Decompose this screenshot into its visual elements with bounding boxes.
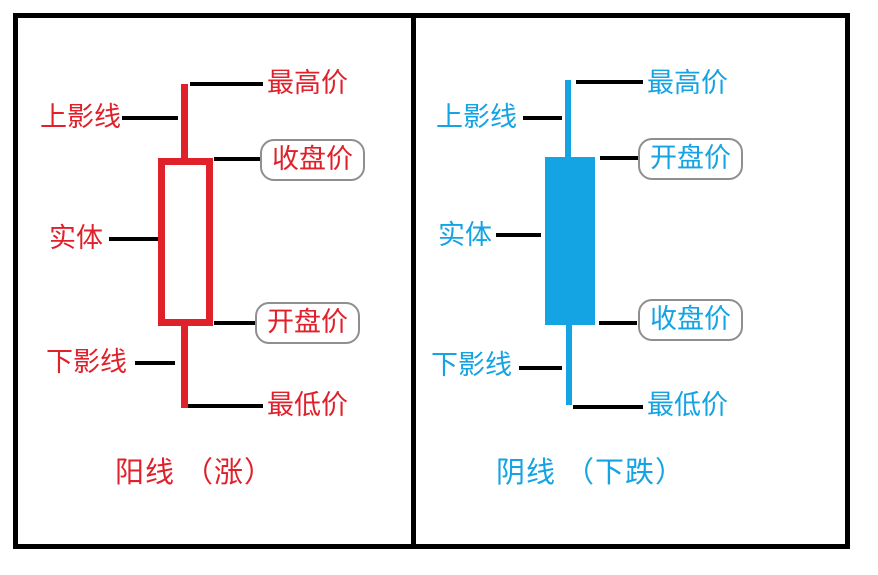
outer-frame <box>13 13 850 549</box>
label-open-price: 开盘价 <box>255 302 360 344</box>
label-high-price: 最高价 <box>267 68 348 98</box>
connector-line-lower-shadow <box>135 361 175 365</box>
panel-divider <box>411 13 416 549</box>
bullish-lower-wick <box>181 324 188 408</box>
connector-line-open <box>214 321 256 325</box>
label-body: 实体 <box>438 220 492 250</box>
label-high-price: 最高价 <box>647 68 728 98</box>
label-lower-shadow: 下影线 <box>46 347 127 377</box>
connector-line-lower-shadow <box>519 366 562 370</box>
label-close-price: 收盘价 <box>638 299 743 341</box>
connector-line-body <box>496 233 541 237</box>
bearish-caption: 阴线 （下跌） <box>496 457 686 489</box>
label-low-price: 最低价 <box>647 390 728 420</box>
bearish-upper-wick <box>565 80 571 158</box>
bullish-caption: 阳线 （涨） <box>115 457 275 489</box>
bullish-upper-wick <box>181 84 188 160</box>
connector-line-body <box>109 237 158 241</box>
connector-line-high <box>190 82 263 86</box>
bearish-candle-body <box>545 157 595 325</box>
connector-line-close <box>214 157 260 161</box>
connector-line-low <box>573 405 643 409</box>
connector-line-upper-shadow <box>523 116 562 120</box>
connector-line-high <box>576 80 643 84</box>
label-low-price: 最低价 <box>267 390 348 420</box>
label-lower-shadow: 下影线 <box>431 350 512 380</box>
bullish-candle-body <box>158 158 213 326</box>
label-upper-shadow: 上影线 <box>436 102 517 132</box>
label-upper-shadow: 上影线 <box>40 102 121 132</box>
connector-line-open <box>600 156 638 160</box>
connector-line-low <box>188 404 263 408</box>
label-open-price: 开盘价 <box>638 138 743 180</box>
connector-line-upper-shadow <box>122 116 178 120</box>
bearish-lower-wick <box>566 325 572 405</box>
connector-line-close <box>599 321 637 325</box>
label-body: 实体 <box>49 223 103 253</box>
label-close-price: 收盘价 <box>260 139 365 181</box>
